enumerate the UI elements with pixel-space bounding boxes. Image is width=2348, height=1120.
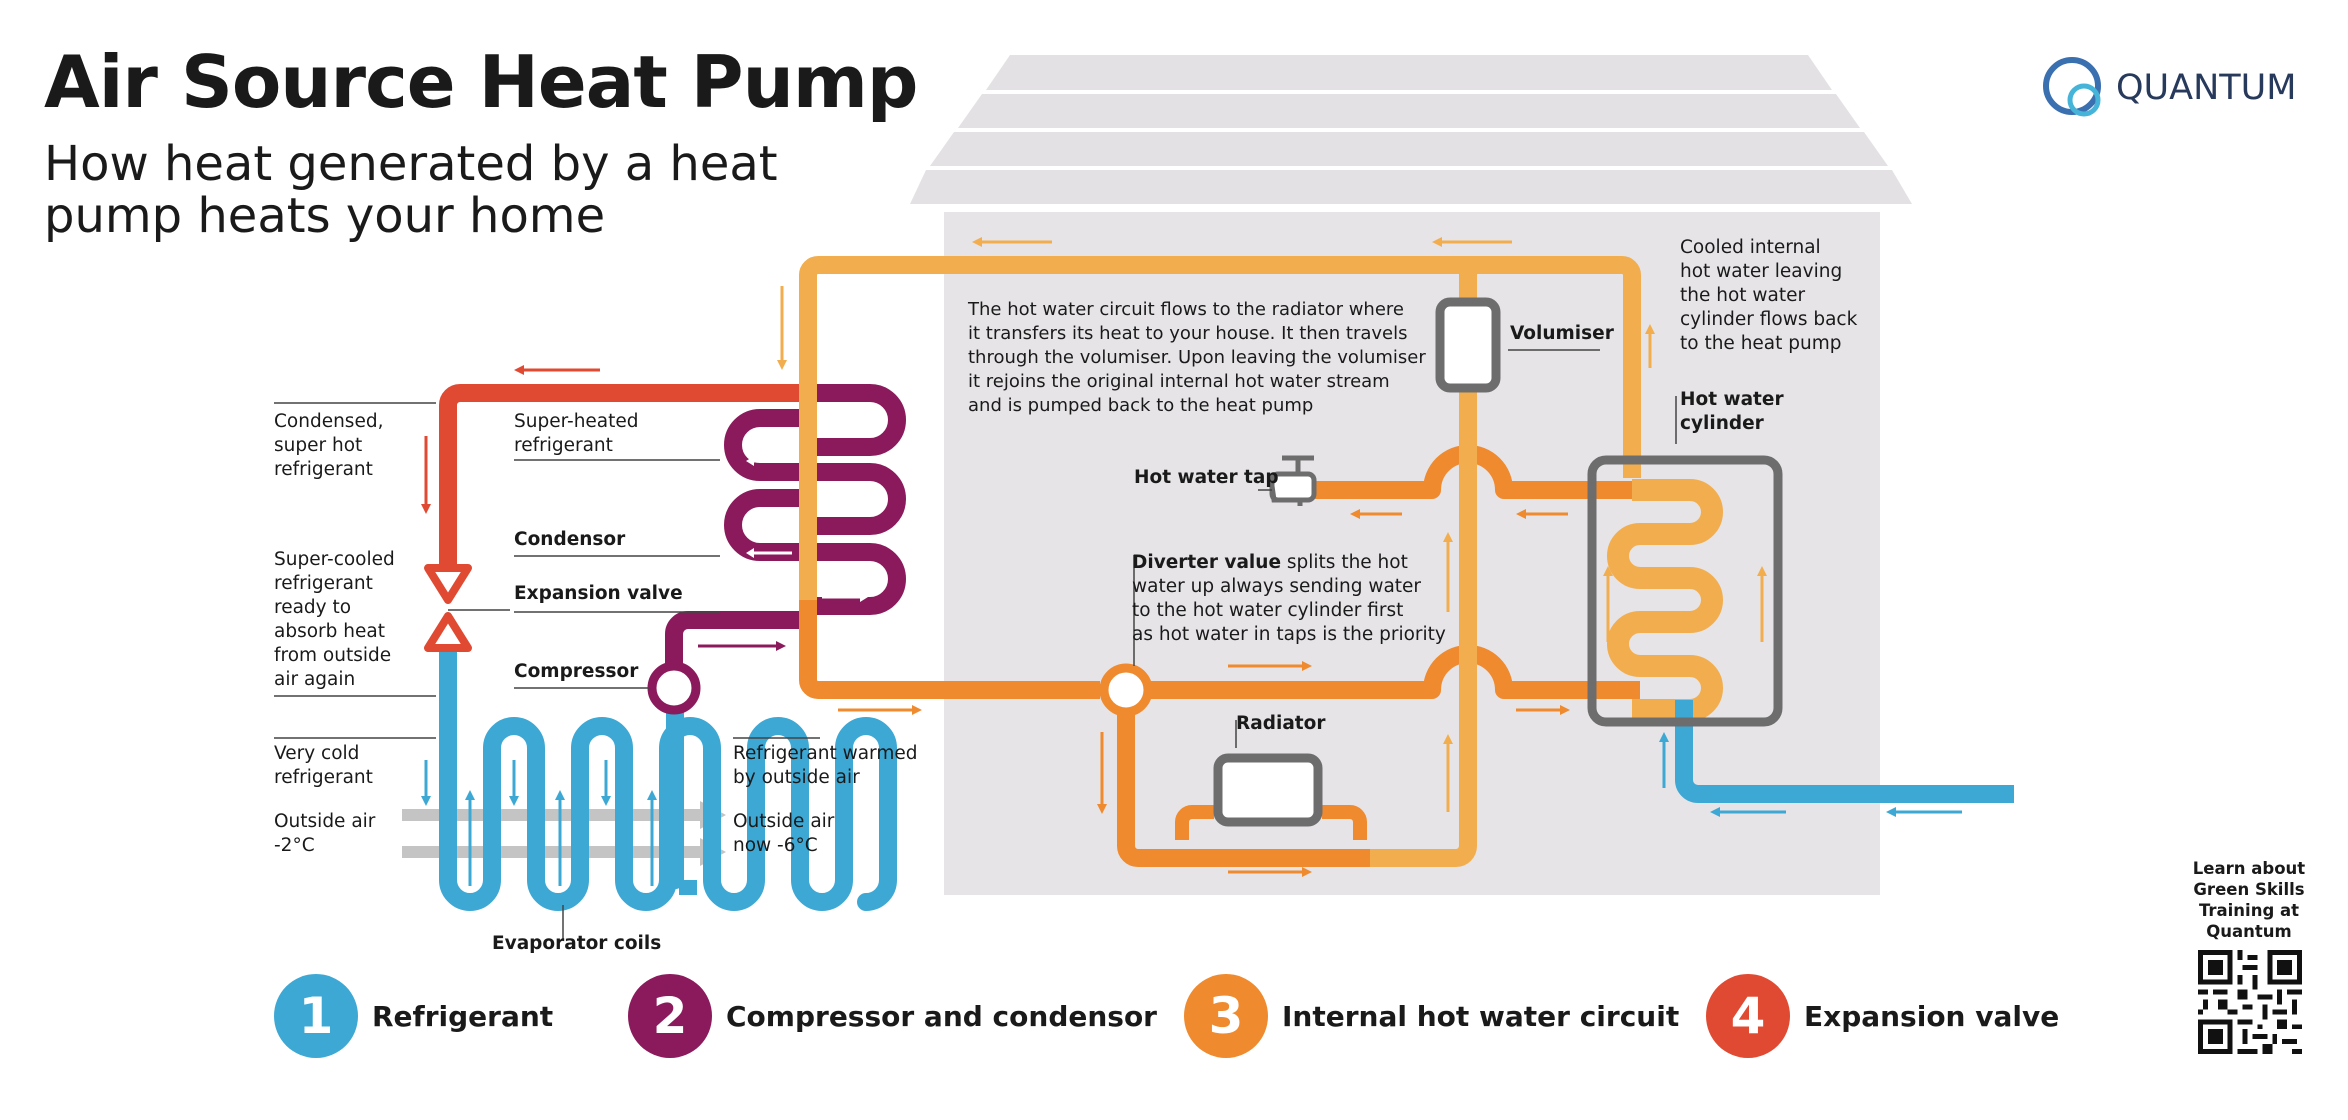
diverter-text: splits the hot water up always sending w… [1132, 552, 1446, 645]
radiator-icon [1213, 753, 1323, 827]
label-superheated-refrigerant: Super-heated refrigerant [514, 411, 639, 456]
volumiser-icon [1435, 297, 1501, 393]
legend-item-expansion: 4 Expansion valve [1706, 974, 2059, 1058]
legend-number: 3 [1184, 974, 1268, 1058]
legend-number: 2 [628, 974, 712, 1058]
condensor-arrows [746, 413, 868, 602]
qr-code-icon[interactable] [2198, 950, 2302, 1054]
page-title: Air Source Heat Pump [44, 40, 918, 124]
flow-arrows [421, 237, 1962, 886]
radiator-connectors [1175, 805, 1367, 840]
page-subtitle: How heat generated by a heat pump heats … [44, 136, 778, 244]
legend-label: Compressor and condensor [726, 999, 1157, 1033]
legend-number: 1 [274, 974, 358, 1058]
quantum-logo[interactable]: QUANTUM [2040, 54, 2310, 126]
quantum-logo-icon [2043, 57, 2101, 117]
label-evaporator-coils: Evaporator coils [492, 933, 662, 954]
condensor-bends [800, 384, 906, 615]
hot-water-cylinder-icon [1587, 455, 1783, 727]
label-condensor: Condensor [514, 529, 626, 550]
legend-label: Internal hot water circuit [1282, 999, 1680, 1033]
house-roof [910, 55, 1912, 204]
brand-name: QUANTUM [2116, 68, 2297, 108]
cylinder-return-pipe [1675, 700, 2014, 803]
label-outside-air-out: Outside air now -6°C [733, 811, 835, 856]
diverter-explanation: Diverter value splits the hot water up a… [1132, 551, 1446, 647]
label-outside-air-in: Outside air -2°C [274, 811, 376, 856]
circuit-explanation: The hot water circuit flows to the radia… [968, 299, 1426, 416]
expansion-valve-icon [424, 564, 472, 652]
hot-supply-pipe [799, 600, 1100, 699]
volumiser-pipe [1370, 265, 1477, 867]
house-wall [944, 212, 1880, 895]
label-refrigerant-warmed: Refrigerant warmed by outside air [733, 743, 918, 788]
cooled-water-note: Cooled internal hot water leaving the ho… [1680, 237, 1858, 354]
legend-label: Refrigerant [372, 999, 554, 1033]
legend-label: Expansion valve [1804, 999, 2060, 1033]
legend-item-compressor: 2 Compressor and condensor [628, 974, 1157, 1058]
qr-caption: Learn about Green Skills Training at Qua… [2192, 859, 2306, 941]
label-compressor: Compressor [514, 661, 639, 682]
main-return-pipe [799, 256, 1641, 680]
label-supercooled-refrigerant: Super-cooled refrigerant ready to absorb… [274, 549, 395, 690]
label-very-cold-refrigerant: Very cold refrigerant [274, 743, 373, 788]
diverter-valve-icon[interactable] [1099, 663, 1153, 717]
label-expansion-valve: Expansion valve [514, 583, 683, 604]
diverter-title: Diverter value [1132, 552, 1281, 573]
legend-item-hot-water: 3 Internal hot water circuit [1184, 974, 1679, 1058]
label-hot-water-cylinder: Hot water cylinder [1680, 389, 1784, 434]
label-hot-water-tap: Hot water tap [1134, 467, 1279, 488]
hot-water-tap-icon [1269, 455, 1317, 506]
legend-item-refrigerant: 1 Refrigerant [274, 974, 553, 1058]
leader-lines [274, 349, 1677, 940]
condensed-refrigerant-pipe [439, 384, 800, 568]
condensor-coil [665, 409, 800, 670]
radiator-loop-pipe [1117, 700, 1370, 867]
legend-number: 4 [1706, 974, 1790, 1058]
label-radiator: Radiator [1236, 713, 1326, 734]
label-condensed-refrigerant: Condensed, super hot refrigerant [274, 411, 384, 480]
cylinder-coil [1607, 479, 1723, 721]
compressor-icon[interactable] [647, 661, 701, 715]
label-volumiser: Volumiser [1510, 323, 1614, 344]
